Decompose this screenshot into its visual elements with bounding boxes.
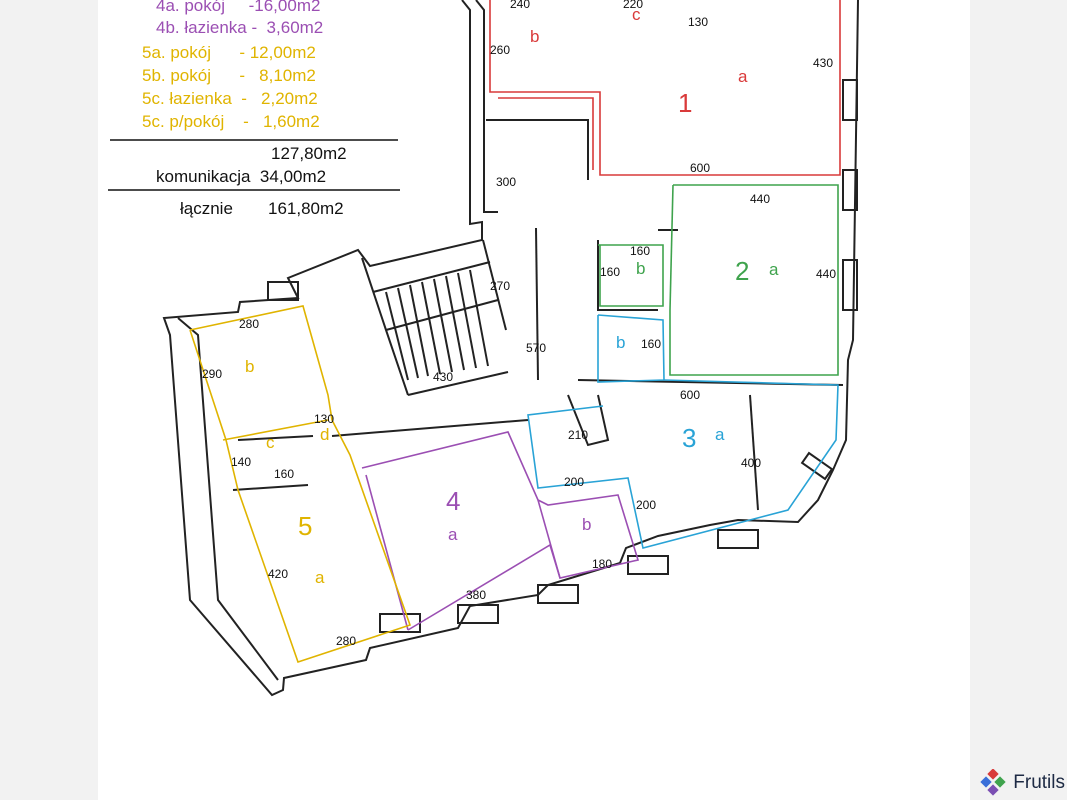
legend-4a: 4a. pokój -16,00m2 xyxy=(156,0,321,15)
legend-5c: 5c. łazienka - 2,20m2 xyxy=(142,89,318,108)
dim-240: 240 xyxy=(510,0,530,11)
dim-160-b: 160 xyxy=(600,265,620,279)
room-4b-letter: b xyxy=(582,515,591,534)
dim-300: 300 xyxy=(496,175,516,189)
dim-260: 260 xyxy=(490,43,510,57)
room-1b-letter: b xyxy=(530,27,539,46)
dim-440-top: 440 xyxy=(750,192,770,206)
dim-280-top: 280 xyxy=(239,317,259,331)
dim-570: 570 xyxy=(526,341,546,355)
room-5d-letter: d xyxy=(320,425,329,444)
dim-200-b: 200 xyxy=(636,498,656,512)
dimensions: 240 220 130 260 430 600 300 440 160 160 … xyxy=(202,0,836,648)
legend-5c-p: 5c. p/pokój - 1,60m2 xyxy=(142,112,320,131)
room-5-outline xyxy=(189,305,412,664)
dim-430-stairs: 430 xyxy=(433,370,453,384)
legend-4b: 4b. łazienka - 3,60m2 xyxy=(156,18,324,37)
legend-communication: komunikacja 34,00m2 xyxy=(156,167,327,186)
floor-plan-sheet: 1 a b c 2 a b 3 a b 4 a b 5 a b c d 240 … xyxy=(98,0,970,800)
floor-plan: 1 a b c 2 a b 3 a b 4 a b 5 a b c d 240 … xyxy=(108,0,859,697)
dim-270: 270 xyxy=(490,279,510,293)
room-3b-letter: b xyxy=(616,333,625,352)
legend-5a: 5a. pokój - 12,00m2 xyxy=(142,43,316,62)
brand-watermark: Frutils xyxy=(979,769,1065,797)
dim-160-a: 160 xyxy=(630,244,650,258)
dim-200-a: 200 xyxy=(564,475,584,489)
room-2b-letter: b xyxy=(636,259,645,278)
room-1a-letter: a xyxy=(738,67,748,86)
dim-160-r5: 160 xyxy=(274,467,294,481)
room-4a-letter: a xyxy=(448,525,458,544)
room-3-outline xyxy=(527,314,839,549)
legend-subtotal: 127,80m2 xyxy=(271,144,347,163)
room-4-number: 4 xyxy=(446,486,460,516)
brand-name: Frutils xyxy=(1013,772,1065,793)
dim-130-r5: 130 xyxy=(314,412,334,426)
room-2-number: 2 xyxy=(735,256,749,286)
room-1c-letter: c xyxy=(632,5,641,24)
room-5-number: 5 xyxy=(298,511,312,541)
dim-210: 210 xyxy=(568,428,588,442)
dim-420: 420 xyxy=(268,567,288,581)
dim-140: 140 xyxy=(231,455,251,469)
legend-total-label: łącznie xyxy=(180,199,233,218)
frutils-logo-icon xyxy=(980,769,1006,796)
dim-600-r1: 600 xyxy=(690,161,710,175)
legend-5b: 5b. pokój - 8,10m2 xyxy=(142,66,316,85)
walls xyxy=(162,0,859,697)
dim-400: 400 xyxy=(741,456,761,470)
dim-290: 290 xyxy=(202,367,222,381)
room-5c-letter: c xyxy=(266,433,275,452)
dim-130: 130 xyxy=(688,15,708,29)
room-3a-letter: a xyxy=(715,425,725,444)
dim-440-side: 440 xyxy=(816,267,836,281)
dim-220: 220 xyxy=(623,0,643,11)
legend-total-value: 161,80m2 xyxy=(268,199,344,218)
room-4-outline xyxy=(361,431,640,631)
dim-380: 380 xyxy=(466,588,486,602)
dim-180: 180 xyxy=(592,557,612,571)
room-1-number: 1 xyxy=(678,88,692,118)
room-5b-letter: b xyxy=(245,357,254,376)
room-5a-letter: a xyxy=(315,568,325,587)
dim-160-c: 160 xyxy=(641,337,661,351)
room-labels: 1 a b c 2 a b 3 a b 4 a b 5 a b c d xyxy=(245,5,779,587)
room-3-number: 3 xyxy=(682,423,696,453)
room-1-outline xyxy=(489,0,841,176)
room-2a-letter: a xyxy=(769,260,779,279)
dim-280-bottom: 280 xyxy=(336,634,356,648)
dim-430-r1: 430 xyxy=(813,56,833,70)
dim-600-r3: 600 xyxy=(680,388,700,402)
room-2-outline xyxy=(598,184,839,376)
